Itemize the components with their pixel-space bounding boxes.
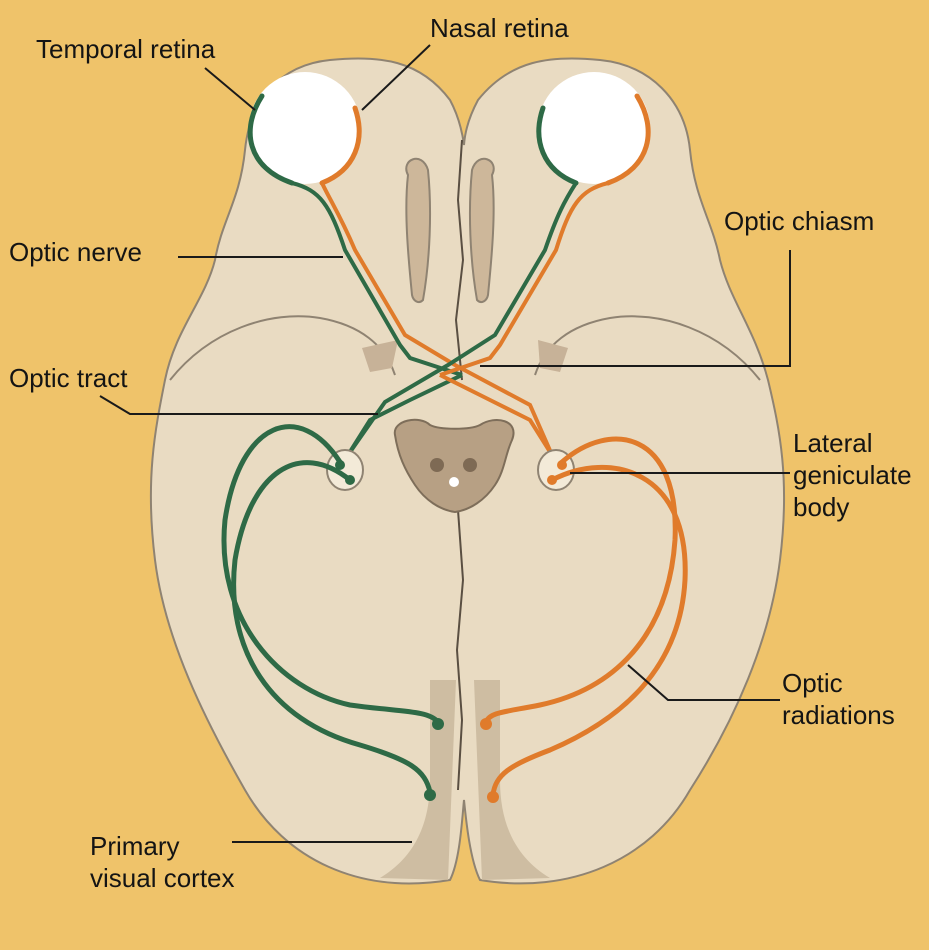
label-optic-radiations-line-2: radiations	[782, 700, 895, 730]
label-lateral-geniculate-body-line-3: body	[793, 492, 850, 522]
label-primary-visual-cortex: Primary visual cortex	[90, 830, 235, 894]
right-cortex-terminal-upper	[480, 718, 492, 730]
left-optic-nerve-green	[291, 181, 463, 377]
leader-nasal-retina	[361, 44, 431, 111]
label-optic-chiasm: Optic chiasm	[724, 206, 875, 236]
right-optic-tract	[439, 373, 554, 457]
right-cortex-terminal-lower	[487, 791, 499, 803]
label-optic-nerve: Optic nerve	[9, 237, 142, 267]
left-eye-temporal-retina	[247, 93, 295, 186]
left-cortex-terminal-lower	[424, 789, 436, 801]
right-optic-nerve-green	[346, 181, 578, 457]
mammillary-body-left	[430, 458, 444, 472]
label-lateral-geniculate-body-line-1: Lateral	[793, 428, 873, 458]
leader-optic-tract	[99, 395, 378, 415]
label-nasal-retina: Nasal retina	[430, 13, 569, 43]
left-optic-radiation-lower	[231, 460, 433, 795]
visual-cortex-shading-left	[380, 680, 456, 880]
label-primary-visual-cortex-line-1: Primary	[90, 831, 180, 861]
leader-optic-radiations	[627, 664, 780, 701]
label-optic-tract: Optic tract	[9, 363, 128, 393]
label-lateral-geniculate-body: Lateral geniculate body	[793, 427, 912, 523]
leader-temporal-retina	[204, 67, 256, 111]
visual-cortex-shading-right	[474, 680, 550, 880]
left-optic-nerve-orange	[320, 182, 554, 456]
right-eye-temporal-retina	[605, 93, 651, 186]
cerebral-aqueduct	[449, 477, 459, 487]
label-optic-radiations: Optic radiations	[782, 667, 895, 731]
mammillary-body-right	[463, 458, 477, 472]
anterior-perforated-substance-left	[362, 340, 398, 372]
right-optic-radiation-upper	[483, 436, 678, 725]
anterior-perforated-substance-right	[538, 340, 568, 372]
label-optic-radiations-line-1: Optic	[782, 668, 843, 698]
right-eye-nasal-retina	[536, 105, 579, 186]
right-optic-radiation-lower	[490, 465, 688, 798]
label-lateral-geniculate-body-line-2: geniculate	[793, 460, 912, 490]
left-eye-nasal-retina	[319, 105, 362, 186]
olfactory-bulb-right	[468, 157, 495, 304]
left-optic-tract	[346, 373, 463, 457]
right-eyeball	[538, 72, 650, 184]
longitudinal-fissure	[454, 139, 465, 791]
leader-optic-chiasm	[480, 250, 791, 367]
olfactory-bulb-left	[405, 157, 432, 304]
left-eyeball	[249, 72, 361, 184]
label-primary-visual-cortex-line-2: visual cortex	[90, 863, 235, 893]
left-cortex-terminal-upper	[432, 718, 444, 730]
right-optic-nerve-orange	[439, 181, 609, 377]
midbrain	[393, 418, 515, 514]
label-temporal-retina: Temporal retina	[36, 34, 216, 64]
